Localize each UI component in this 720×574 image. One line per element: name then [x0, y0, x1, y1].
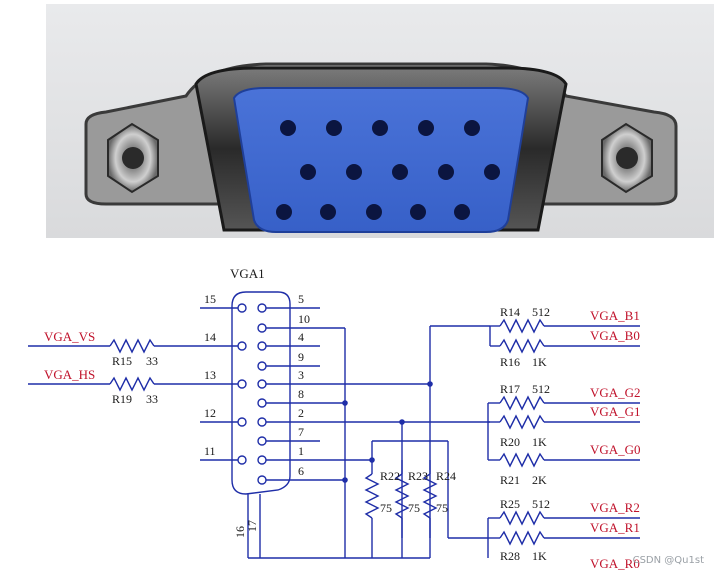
pin-9: 9 — [298, 350, 304, 364]
connector-outline — [231, 291, 291, 495]
pin-11: 11 — [204, 444, 216, 458]
pin-12: 12 — [204, 406, 216, 420]
r20-value: 1K — [532, 435, 547, 449]
r15-value: 33 — [146, 354, 158, 368]
connector-designator: VGA1 — [230, 266, 265, 281]
r25-name: R25 — [500, 497, 520, 511]
r28-value: 1K — [532, 549, 547, 563]
net-vga-r2: VGA_R2 — [590, 500, 640, 515]
net-vga-hs: VGA_HS — [44, 367, 95, 382]
r15-name: R15 — [112, 354, 132, 368]
pin-14: 14 — [204, 330, 216, 344]
r17-value: 512 — [532, 382, 550, 396]
pin-15: 15 — [204, 292, 216, 306]
pin-2: 2 — [298, 406, 304, 420]
left-hex-nut — [107, 122, 159, 194]
r24-value: 75 — [436, 501, 448, 515]
pin-6: 6 — [298, 464, 304, 478]
net-vga-b1: VGA_B1 — [590, 308, 640, 323]
r17-name: R17 — [500, 382, 520, 396]
right-pin-circles — [257, 303, 267, 485]
pin-17: 17 — [245, 520, 259, 532]
pin-5: 5 — [298, 292, 304, 306]
r19-name: R19 — [112, 392, 132, 406]
r21-name: R21 — [500, 473, 520, 487]
pin-insert — [232, 87, 530, 233]
net-vga-r0: VGA_R0 — [590, 556, 640, 571]
pin-3: 3 — [298, 368, 304, 382]
right-hex-nut — [601, 122, 653, 194]
net-vga-r1: VGA_R1 — [590, 520, 640, 535]
vga-schematic: VGA1 15 14 13 — [10, 254, 680, 574]
pin-8: 8 — [298, 387, 304, 401]
r23-name: R23 — [408, 469, 428, 483]
pin-4: 4 — [298, 330, 304, 344]
r14-name: R14 — [500, 305, 520, 319]
r16-value: 1K — [532, 355, 547, 369]
net-vga-vs: VGA_VS — [44, 329, 95, 344]
r22-value: 75 — [380, 501, 392, 515]
net-vga-g1: VGA_G1 — [590, 404, 641, 419]
net-vga-g0: VGA_G0 — [590, 442, 641, 457]
r14-value: 512 — [532, 305, 550, 319]
pin-1: 1 — [298, 444, 304, 458]
pin-13: 13 — [204, 368, 216, 382]
vga-connector-photo — [46, 4, 714, 238]
pin-10: 10 — [298, 312, 310, 326]
r24-name: R24 — [436, 469, 456, 483]
r16-name: R16 — [500, 355, 520, 369]
r19-value: 33 — [146, 392, 158, 406]
r21-value: 2K — [532, 473, 547, 487]
r23-value: 75 — [408, 501, 420, 515]
net-vga-g2: VGA_G2 — [590, 385, 641, 400]
net-vga-b0: VGA_B0 — [590, 328, 640, 343]
watermark: CSDN @Qu1st — [632, 555, 704, 566]
r25-value: 512 — [532, 497, 550, 511]
pin-16: 16 — [233, 526, 247, 538]
pin-holes — [276, 120, 500, 220]
r20-name: R20 — [500, 435, 520, 449]
r28-name: R28 — [500, 549, 520, 563]
pin-7: 7 — [298, 425, 304, 439]
r22-name: R22 — [380, 469, 400, 483]
